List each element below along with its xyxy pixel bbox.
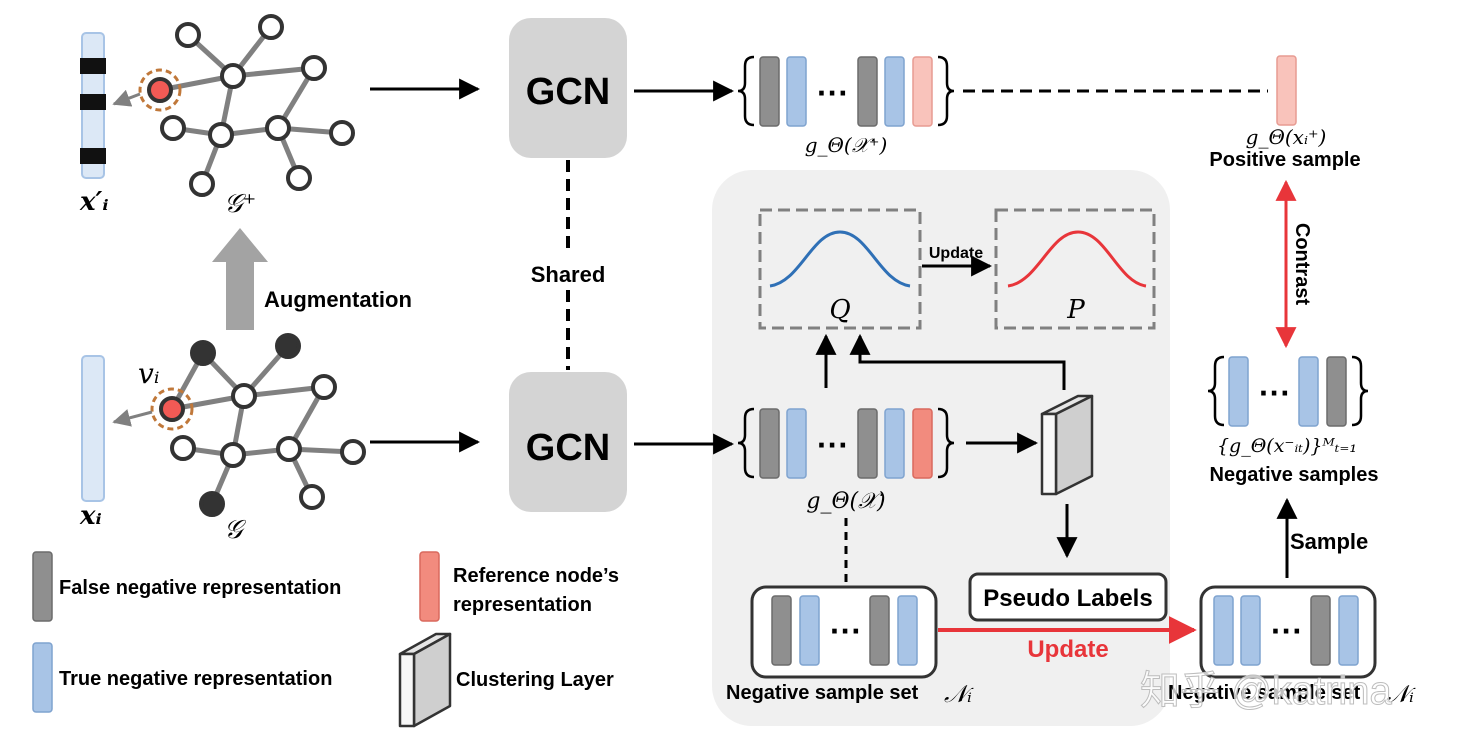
- contrast-label: Contrast: [1291, 223, 1313, 306]
- negative-samples-label: Negative samples: [1210, 464, 1379, 486]
- g-label: 𝒢: [224, 515, 247, 545]
- q-distribution-box: [758, 208, 922, 330]
- arrow-clustering-to-q: [849, 333, 1066, 390]
- svg-text:···: ···: [1259, 375, 1291, 411]
- legend-false-negative-swatch: [32, 551, 53, 622]
- sample-label: Sample: [1290, 529, 1368, 554]
- negative-sample-set-main: ···: [750, 585, 938, 679]
- svg-text:···: ···: [1271, 613, 1303, 649]
- original-graph-nodes: [170, 333, 366, 517]
- update-small-label: Update: [929, 245, 983, 262]
- g-x-i-plus-label: g_Θ(xᵢ⁺): [1246, 125, 1327, 149]
- gcn-label-bottom: GCN: [526, 427, 610, 469]
- reference-node-top: [147, 77, 173, 103]
- clustering-layer-icon: [1040, 394, 1094, 496]
- q-label: Q: [829, 295, 850, 325]
- x-prime-label: x′ᵢ: [79, 187, 109, 217]
- pseudo-labels-text: Pseudo Labels: [983, 585, 1152, 612]
- update-red-label: Update: [1027, 636, 1108, 663]
- g-plus-label: 𝒢⁺: [224, 189, 256, 219]
- augmented-feature-vector: [80, 32, 106, 179]
- augmentation-arrow: [212, 228, 268, 330]
- reference-arrow-bottom: [112, 409, 153, 427]
- g-x-plus-label: g_Θ(𝒳⁺): [805, 133, 888, 157]
- original-feature-vector: [81, 355, 105, 502]
- negative-sample-set-updated: ···: [1199, 585, 1377, 679]
- augmented-graph: [159, 25, 343, 185]
- original-graph: [169, 344, 354, 505]
- p-curve: [1007, 230, 1147, 288]
- reference-arrow-top: [112, 89, 141, 107]
- negative-samples-set: ···: [1207, 355, 1369, 427]
- p-distribution-box: [994, 208, 1156, 330]
- shared-label: Shared: [531, 262, 606, 287]
- positive-sample-bar: [1276, 55, 1297, 126]
- svg-text:···: ···: [830, 613, 862, 649]
- augmentation-label: Augmentation: [264, 287, 412, 312]
- n-i-main-label: 𝒩ᵢ: [944, 680, 974, 708]
- legend-clustering-layer-text: Clustering Layer: [456, 669, 614, 691]
- gcn-label-top: GCN: [526, 71, 610, 113]
- svg-text:···: ···: [817, 427, 849, 463]
- reference-node-ring-bottom: [150, 387, 194, 431]
- x-i-label: xᵢ: [79, 501, 102, 531]
- legend-reference-node-line1: Reference node’s: [453, 565, 619, 587]
- legend-true-negative-swatch: [32, 642, 53, 713]
- embedding-set-main: ···: [737, 407, 955, 479]
- legend-true-negative-text: True negative representation: [59, 668, 332, 690]
- reference-node-ring-top: [138, 68, 182, 112]
- g-x-label: g_Θ(𝒳): [806, 489, 885, 514]
- negative-set-formula: {g_Θ(x⁻ᵢₜ)}ᴹₜ₌₁: [1217, 435, 1357, 457]
- legend-reference-node-swatch: [419, 551, 440, 622]
- positive-sample-label: Positive sample: [1209, 149, 1360, 171]
- embedding-set-positive: ···: [737, 55, 955, 127]
- augmented-graph-nodes: [160, 14, 355, 197]
- legend-clustering-layer-icon: [398, 632, 452, 728]
- watermark: 知乎 @katrina: [1140, 669, 1393, 713]
- v-i-label: vᵢ: [138, 357, 159, 390]
- p-label: P: [1066, 295, 1085, 325]
- svg-text:···: ···: [817, 75, 849, 111]
- pseudo-labels-box: [968, 572, 1168, 622]
- negative-set-main-label: Negative sample set: [726, 682, 919, 704]
- gcn-box-bottom: [509, 372, 627, 512]
- negative-set-right-label: Negative sample set: [1168, 682, 1361, 704]
- gcn-box-top: [509, 18, 627, 158]
- q-curve: [769, 230, 911, 288]
- reference-node-bottom: [159, 396, 185, 422]
- n-i-right-label: 𝒩ᵢ: [1386, 680, 1416, 708]
- legend-false-negative-text: False negative representation: [59, 577, 341, 599]
- legend-reference-node-line2: representation: [453, 594, 592, 616]
